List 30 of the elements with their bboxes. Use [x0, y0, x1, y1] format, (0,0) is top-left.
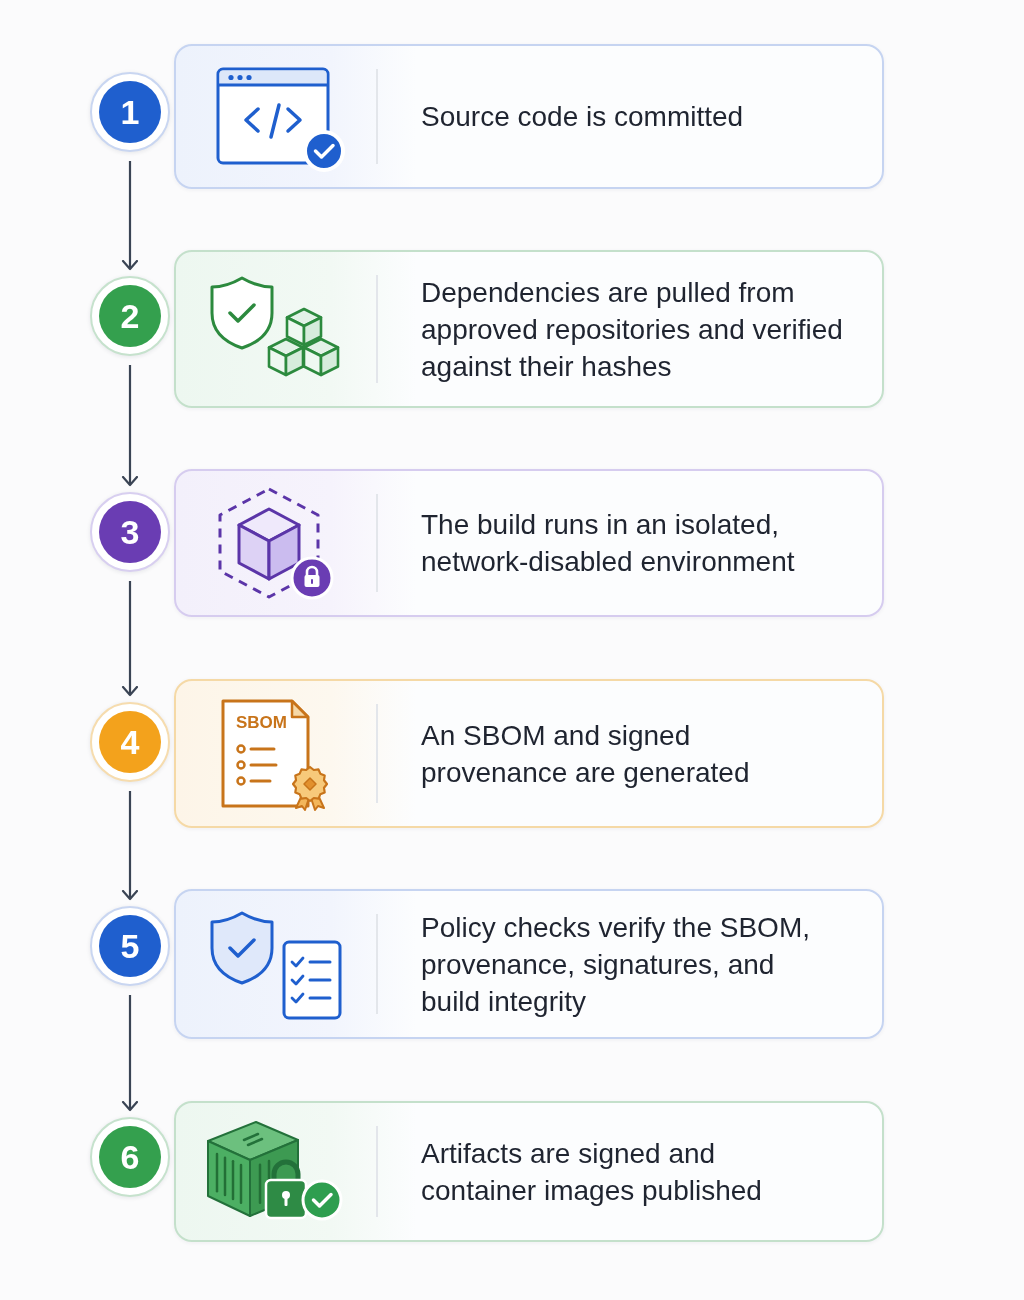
document-title: SBOM	[236, 713, 287, 731]
step-text: The build runs in an isolated, network-disabled environment	[421, 508, 796, 579]
step-card	[174, 44, 884, 189]
step-card	[174, 679, 884, 828]
step-text: Artifacts are signed and container images published	[421, 1136, 763, 1208]
step-text: Source code is committed	[421, 100, 744, 134]
step-text: Policy checks verify the SBOM, provenance, signatures, and build integrity	[421, 910, 811, 1019]
step-text: An SBOM and signed provenance are generated	[421, 718, 751, 790]
step-card	[174, 889, 884, 1039]
step-badge	[90, 1117, 170, 1197]
arrow	[121, 791, 139, 901]
step-card	[174, 250, 884, 408]
step-text: Dependencies are pulled from approved repositories and verified against their hashes	[421, 275, 844, 384]
step-badge	[90, 72, 170, 152]
step-number: 3	[99, 501, 161, 563]
arrow	[121, 161, 139, 271]
step-number: 2	[99, 285, 161, 347]
arrow	[121, 365, 139, 487]
step-number: 5	[99, 915, 161, 977]
step-badge	[90, 906, 170, 986]
step-badge	[90, 492, 170, 572]
step-card	[174, 469, 884, 617]
step-badge	[90, 276, 170, 356]
step-number: 1	[99, 81, 161, 143]
arrow	[121, 581, 139, 697]
step-badge	[90, 702, 170, 782]
arrow	[121, 995, 139, 1112]
step-number: 4	[99, 711, 161, 773]
step-card	[174, 1101, 884, 1242]
step-number: 6	[99, 1126, 161, 1188]
